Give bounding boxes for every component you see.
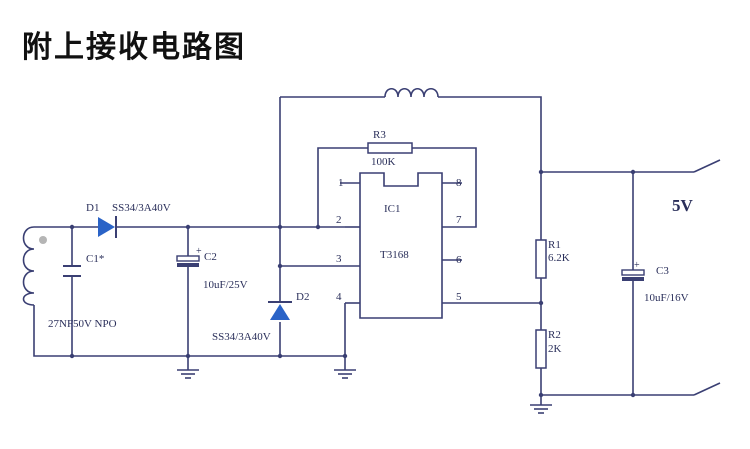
ic-pin-1: 1	[338, 177, 344, 189]
ic-pin-5: 5	[456, 291, 462, 303]
ground-symbol-ic	[334, 369, 356, 379]
svg-text:+: +	[634, 260, 640, 271]
resistor-r3	[367, 142, 413, 154]
c2-ref-label: C2	[204, 251, 217, 263]
output-voltage-label: 5V	[672, 196, 694, 215]
ic-pin-6: 6	[456, 254, 462, 266]
coil-dot-marker	[39, 236, 47, 244]
c2-value-label: 10uF/25V	[203, 279, 248, 291]
ic-pin-2: 2	[336, 214, 342, 226]
r2-value-label: 2K	[548, 343, 562, 355]
resistor-r1	[535, 239, 547, 279]
wires	[33, 96, 694, 405]
ground-symbol-c2	[177, 369, 199, 379]
svg-text:+: +	[196, 246, 202, 257]
r3-value-label: 100K	[371, 156, 396, 168]
capacitor-c1	[63, 265, 81, 277]
ic-pin-3: 3	[336, 253, 342, 265]
inductor	[384, 87, 439, 98]
d2-ref-label: D2	[296, 291, 309, 303]
c3-ref-label: C3	[656, 265, 669, 277]
r1-value-label: 6.2K	[548, 252, 570, 264]
diode-d1	[98, 216, 117, 238]
receiver-coil	[22, 226, 47, 306]
capacitor-c3: +	[621, 260, 645, 281]
r1-ref-label: R1	[548, 239, 561, 251]
c1-value-label: 27NF50V NPO	[48, 318, 117, 330]
r2-ref-label: R2	[548, 329, 561, 341]
page-title: 附上接收电路图	[22, 30, 246, 65]
ground-symbol-output	[530, 404, 552, 414]
resistor-r2	[535, 329, 547, 369]
output-terminals	[693, 159, 721, 396]
diode-d2	[268, 301, 292, 320]
ic-pin-8: 8	[456, 177, 462, 189]
ic-body	[359, 172, 443, 319]
ic-part-label: T3168	[380, 249, 409, 261]
d1-value-label: SS34/3A40V	[112, 202, 171, 214]
junction-dots	[69, 169, 636, 398]
d1-ref-label: D1	[86, 202, 99, 214]
c3-value-label: 10uF/16V	[644, 292, 689, 304]
capacitor-c2: +	[176, 246, 202, 267]
ic-pin-4: 4	[336, 291, 342, 303]
r3-ref-label: R3	[373, 129, 386, 141]
d2-value-label: SS34/3A40V	[212, 331, 271, 343]
ic-ref-label: IC1	[384, 203, 401, 215]
c1-ref-label: C1*	[86, 253, 104, 265]
ic-pin-7: 7	[456, 214, 462, 226]
